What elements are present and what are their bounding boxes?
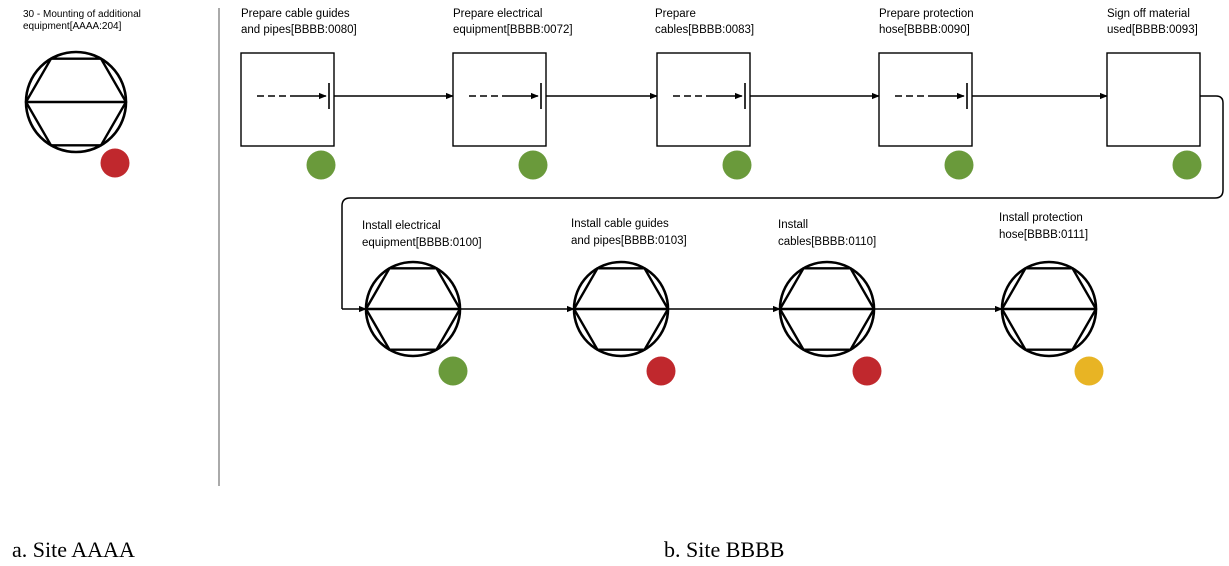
site-b-status-dot-6: [438, 356, 468, 386]
site-b-status-dot-1: [306, 150, 336, 180]
site-b-hexagon-circle-icon-8: [778, 260, 876, 358]
caption-site-b: b. Site BBBB: [664, 537, 785, 562]
site-b-status-dot-4: [944, 150, 974, 180]
site-b-status-dot-9: [1074, 356, 1104, 386]
site-b-hexagon-circle-icon-6: [364, 260, 462, 358]
site-b-status-dot-8: [852, 356, 882, 386]
site-b-hexagon-circle-icon-7: [572, 260, 670, 358]
site-b-status-dot-5: [1172, 150, 1202, 180]
flow-connectors: [334, 92, 1224, 313]
connector-wrap: [341, 95, 1224, 309]
site-b-status-dot-3: [722, 150, 752, 180]
site-b-status-dot-2: [518, 150, 548, 180]
site-b-square-icon-5: [1106, 52, 1201, 147]
site-a-status-dot: [100, 148, 130, 178]
site-b-status-dot-7: [646, 356, 676, 386]
site-b-square-arrow-icon-1: [240, 52, 335, 147]
site-b-square-arrow-icon-4: [878, 52, 973, 147]
site-b-square-arrow-icon-3: [656, 52, 751, 147]
site-b-hexagon-circle-icon-9: [1000, 260, 1098, 358]
site-b-square-arrow-icon-2: [452, 52, 547, 147]
caption-site-a: a. Site AAAA: [12, 537, 135, 562]
site-a-hexagon-circle-icon: [24, 50, 128, 154]
